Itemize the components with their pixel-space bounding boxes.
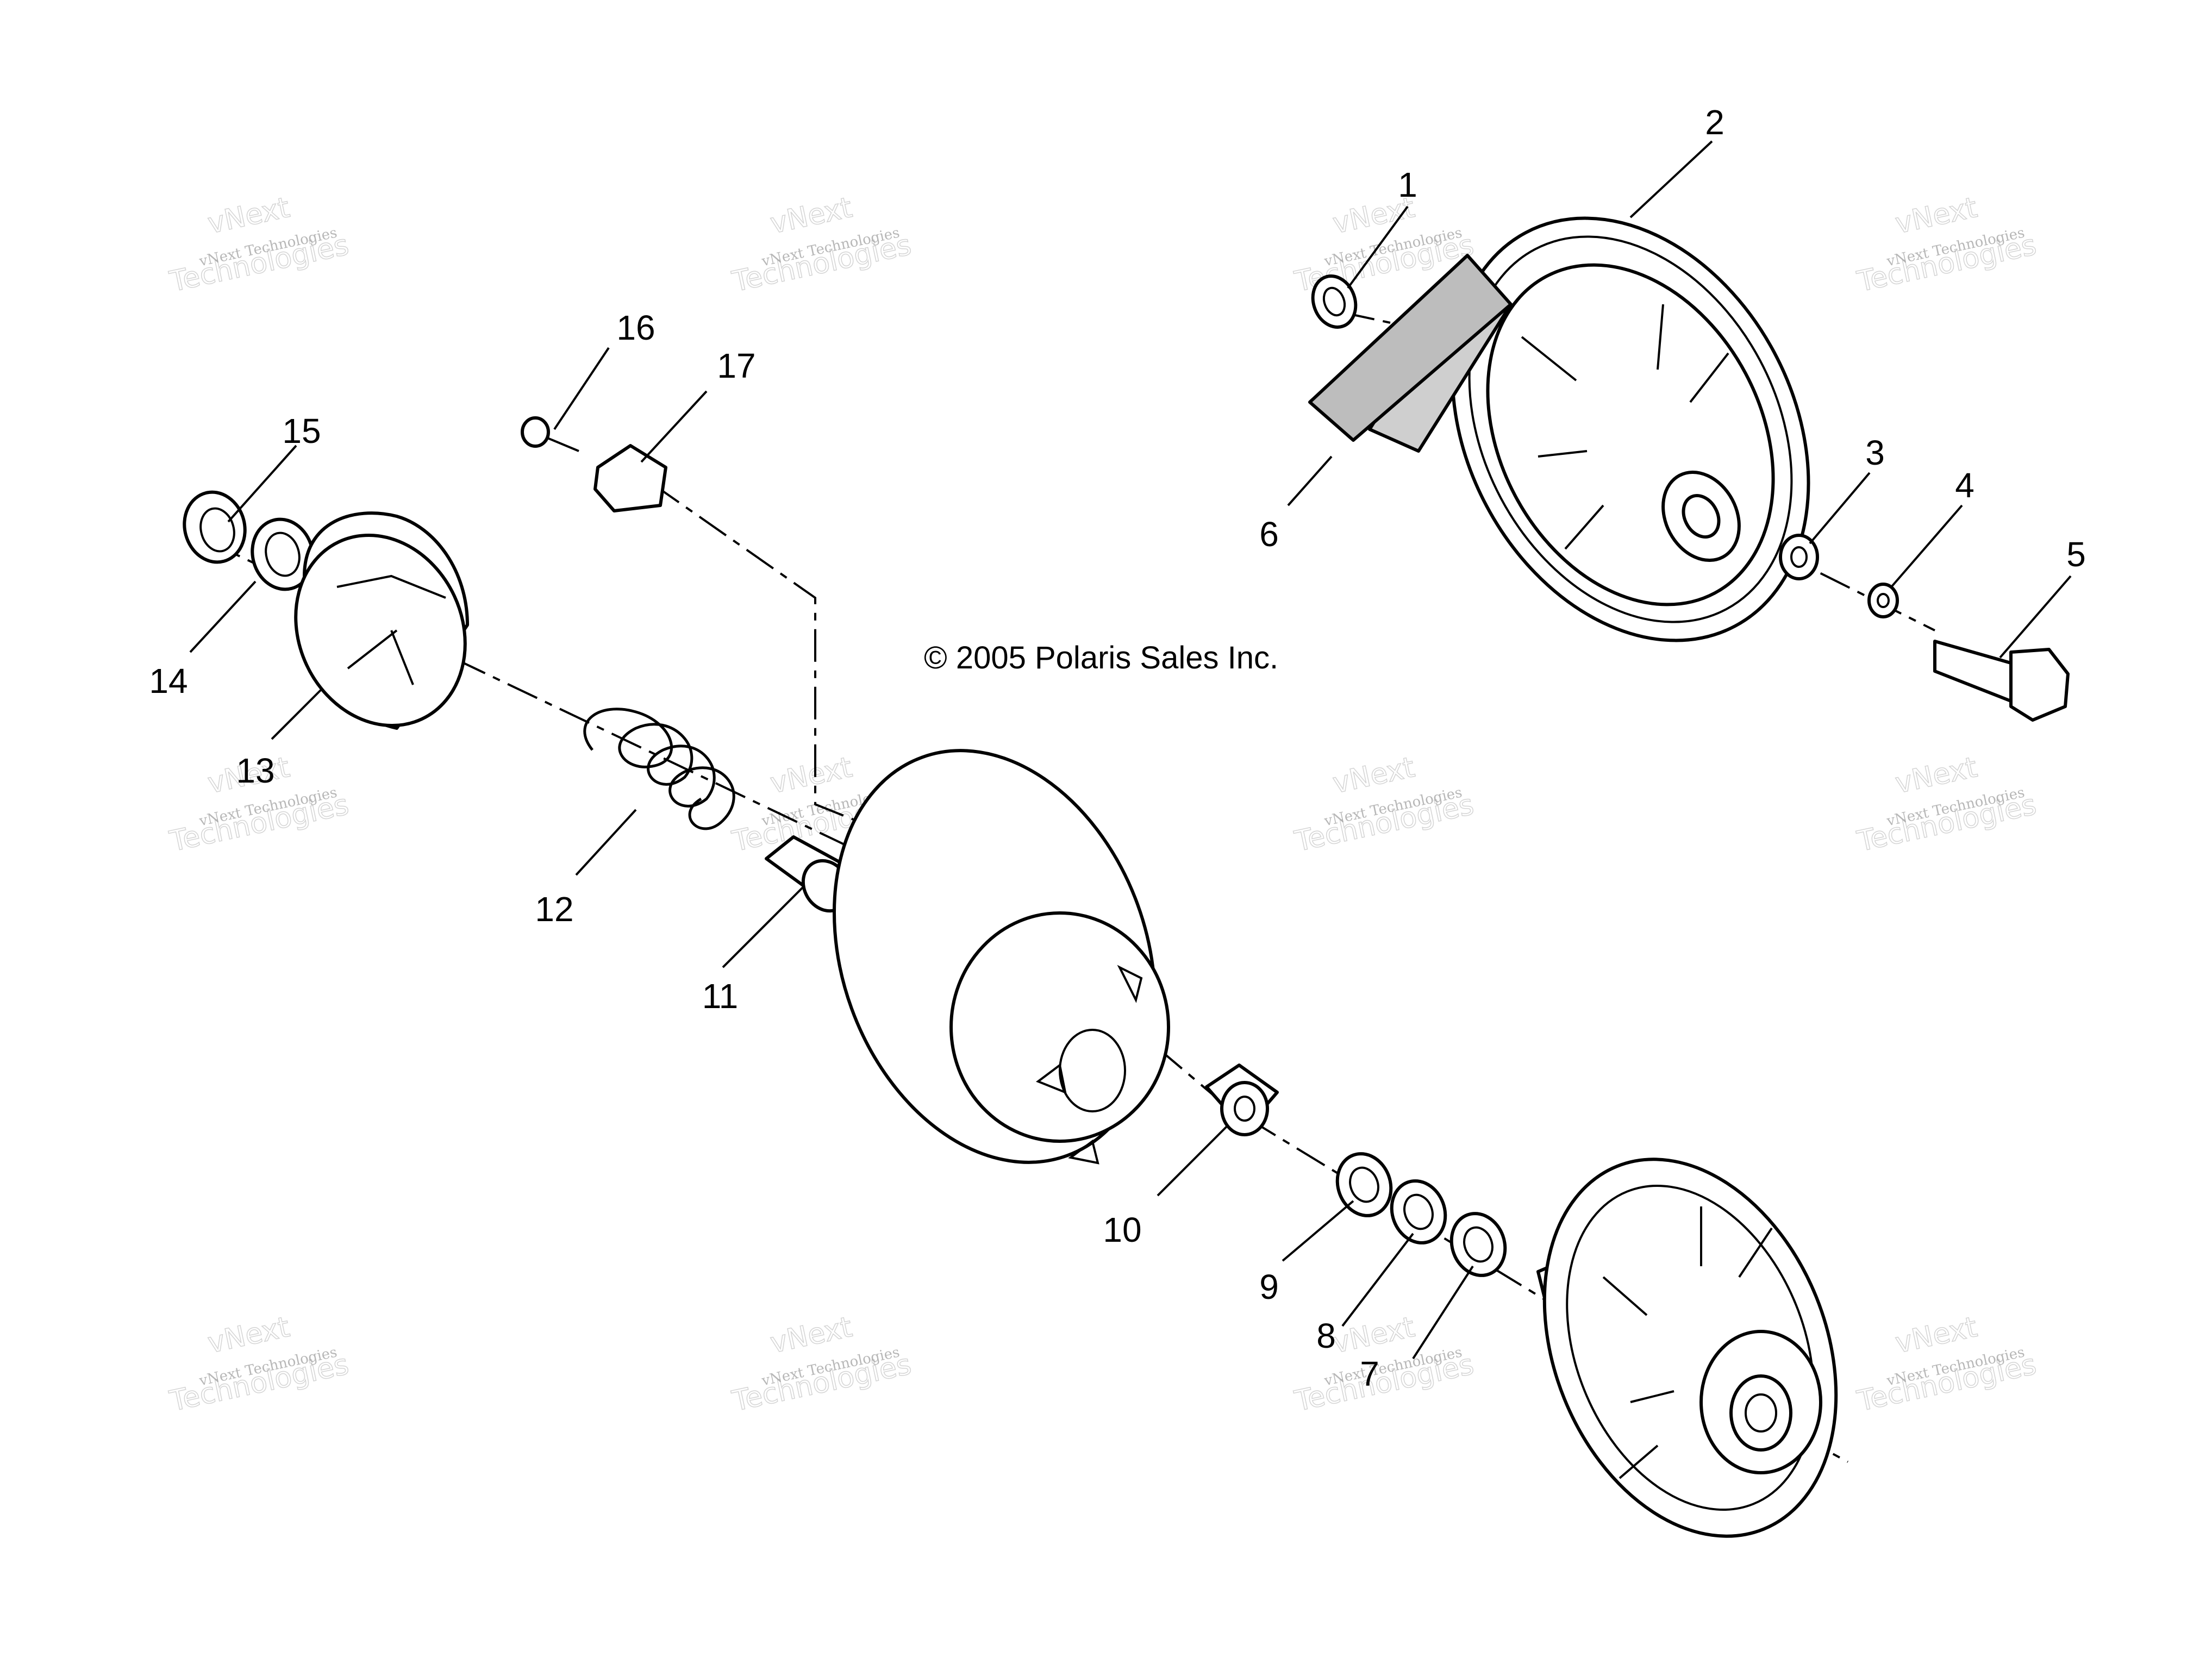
washer-part-8: [1390, 1179, 1447, 1244]
callout-7: 7: [1360, 1354, 1379, 1393]
callout-6: 6: [1259, 515, 1279, 554]
watermark-large-line1: vNext: [1892, 1311, 1980, 1360]
watermark-large-line1: vNext: [205, 191, 292, 240]
callout-16: 16: [616, 308, 655, 347]
bolt-part-5: [1933, 640, 2070, 722]
snap-ring-part-15: [183, 490, 247, 564]
watermark-large-line1: vNext: [767, 751, 855, 800]
helix-cam-part-13: [294, 511, 469, 730]
lock-washer-part-4: [1867, 583, 1899, 618]
copyright-notice: © 2005 Polaris Sales Inc.: [924, 640, 1278, 675]
washer-part-3: [1779, 534, 1819, 580]
callout-13: 13: [236, 751, 274, 790]
watermark-large-line1: vNext: [205, 1311, 292, 1360]
moveable-sheave: [833, 749, 1170, 1165]
watermark-large-line1: vNext: [767, 191, 855, 240]
callout-14: 14: [149, 661, 188, 700]
callout-9: 9: [1259, 1267, 1279, 1306]
callout-8: 8: [1316, 1316, 1336, 1355]
watermark-large-line1: vNext: [1892, 751, 1980, 800]
button-part-17: [593, 444, 667, 512]
callout-12: 12: [535, 890, 573, 929]
washer-part-9: [1335, 1152, 1393, 1217]
callout-15: 15: [282, 411, 321, 451]
watermark-large-line1: vNext: [1330, 1311, 1417, 1360]
callout-3: 3: [1865, 433, 1885, 472]
callout-5: 5: [2066, 535, 2086, 574]
bushing-part-10: [1205, 1064, 1279, 1136]
stationary-sheave: [1536, 1158, 1838, 1538]
callout-11: 11: [702, 977, 738, 1016]
watermark-large-line1: vNext: [1330, 751, 1417, 800]
watermark-large-line1: vNext: [1892, 191, 1980, 240]
spring-part-12: [583, 708, 735, 830]
screw-part-16: [521, 416, 579, 452]
washer-part-1: [1311, 274, 1358, 329]
callout-labels: 1 2 3 4 5 6 7 8 9 10 11 12 13 14 15 16 1…: [149, 103, 2085, 1393]
leader-lines: [189, 140, 2072, 1360]
callout-10: 10: [1103, 1210, 1141, 1249]
callout-4: 4: [1955, 466, 1974, 505]
watermark-large-line1: vNext: [767, 1311, 855, 1360]
callout-2: 2: [1705, 103, 1724, 142]
callout-17: 17: [717, 346, 755, 385]
callout-1: 1: [1398, 165, 1417, 204]
drive-sheave-part-2: [1308, 216, 1810, 642]
washer-part-7: [1449, 1212, 1507, 1277]
